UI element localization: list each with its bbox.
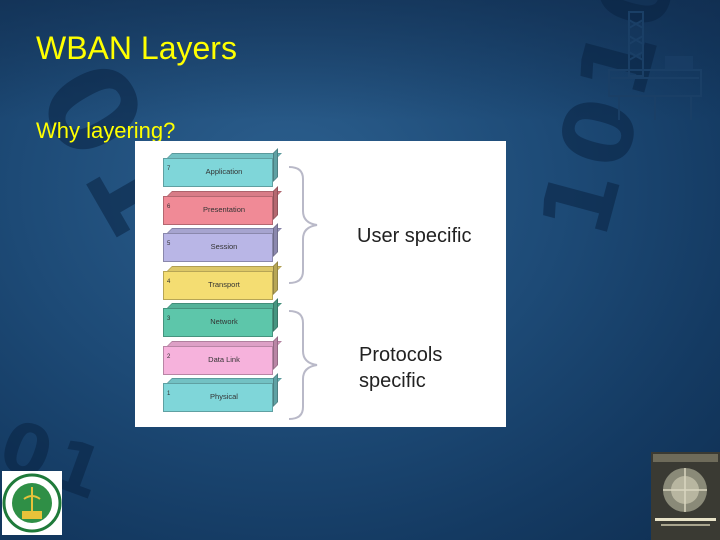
layer-side-face [273,148,278,182]
oil-rig-icon [608,11,702,120]
layer-number: 3 [167,316,171,322]
layer-name: Physical [210,392,238,401]
slide-subtitle: Why layering? [36,118,176,143]
book-cover-art [651,452,720,540]
layer-name: Transport [208,279,240,289]
layer-front-face [163,195,273,225]
protocols-label: Protocols [359,344,443,366]
book-cover-image [651,452,720,540]
layer-front-face [163,383,273,412]
slide-title: WBAN Layers [36,30,237,66]
layer-side-face [273,185,278,220]
layer-name: Application [205,167,243,176]
layer-front-face [163,270,273,300]
layer-number: 1 [167,391,171,397]
layer-side-face [273,335,278,370]
layer-number: 5 [167,241,171,247]
layer-name: Network [210,317,238,326]
layer-name: Data Link [208,354,240,364]
layer-block: 7 Application [163,148,282,187]
layer-side-face [273,298,278,332]
protocols-specific-brace [288,310,318,420]
layer-block: 2 Data Link [163,335,282,375]
layer-block: 6 Presentation [163,185,282,225]
layer-block: 1 Physical [163,373,282,412]
layer-front-face [163,233,273,262]
layer-block: 4 Transport [163,260,282,300]
user-specific-brace [288,166,318,284]
layer-block: 3 Network [163,298,282,337]
layer-front-face [163,158,273,187]
layer-front-face [163,345,273,375]
layer-side-face [273,260,278,295]
protocols-label-specific: specific [359,370,426,392]
layer-side-face [273,223,278,257]
layer-number: 7 [167,166,171,172]
layer-number: 6 [167,203,171,210]
university-seal-icon [2,473,62,533]
user-specific-label: User specific [357,225,472,247]
layer-name: Presentation [202,204,246,214]
layer-front-face [163,308,273,337]
layer-side-face [273,373,278,407]
layer-number: 2 [167,353,171,360]
university-logo [2,471,62,535]
layer-name: Session [210,242,238,251]
layer-block: 5 Session [163,223,282,262]
layer-number: 4 [167,278,171,285]
osi-layer-diagram: 7 Application 6 Presentation 5 Session 4 Transp… [135,141,506,427]
